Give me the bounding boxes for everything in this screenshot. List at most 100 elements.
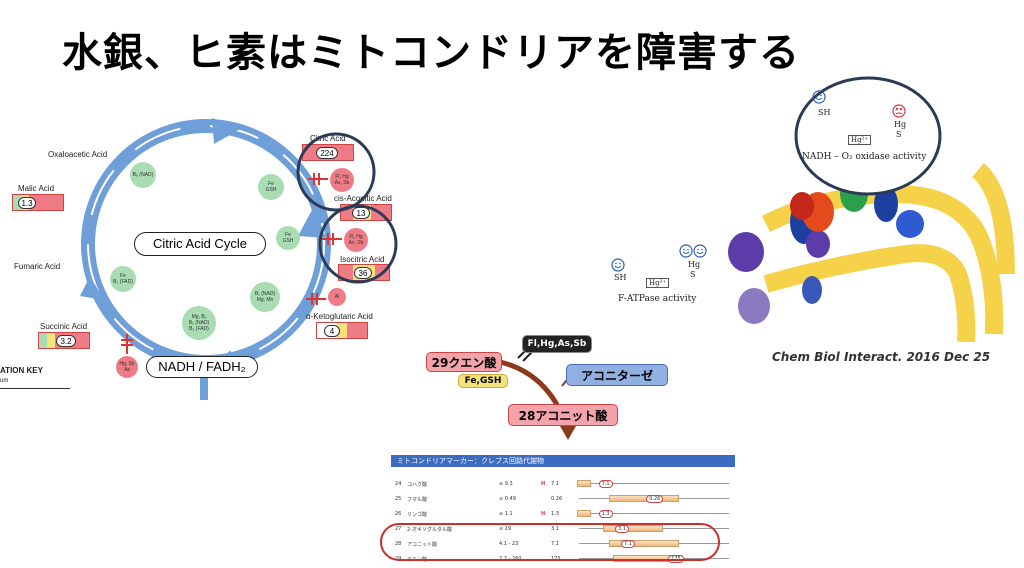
inhibit-mark-2 (322, 233, 342, 245)
isocitric-value: 36 (354, 267, 372, 279)
complex1-hg: Hg (894, 120, 907, 129)
cofactor-b1-nad-mg-mn: B₁ (NAD)Mg, Mn (250, 282, 280, 312)
table-row: 27 2-オキソグルタル酸 ≤ 19 3.1 3.1 (391, 522, 735, 535)
complex1-sh: SH (818, 108, 831, 117)
complex1-s: S (896, 130, 902, 139)
cofactor-b6-nad: B₆ (NAD) (130, 162, 156, 188)
succinic-value: 3.2 (56, 335, 76, 347)
table-cell-num: 25 (395, 496, 402, 502)
table-cell-name: リンゴ酸 (407, 512, 428, 518)
citric-value: 224 (316, 147, 338, 159)
table-cell-num: 28 (395, 541, 402, 547)
table-cell-name: フマル酸 (407, 497, 428, 503)
reference-range-bar (603, 525, 663, 532)
cycle-arrow-right (298, 210, 326, 238)
table-row: 24 コハク酸 ≤ 9.3 H 7.1 7.1 (391, 477, 735, 490)
fumaric-label: Fumaric Acid (14, 262, 61, 271)
aketoglutaric-value: 4 (324, 325, 340, 337)
inhibit-mark-1 (308, 173, 328, 185)
citric-acid-cycle-label: Citric Acid Cycle (134, 232, 266, 256)
smile-icon-atpase (611, 258, 625, 272)
result-marker: 1.3 (598, 510, 613, 518)
citric-label: Citric Acid (310, 134, 346, 143)
frown-icon (892, 104, 906, 118)
annotation-key-sub: um (0, 378, 9, 384)
atpase-hg-ion: Hg²⁺ (646, 278, 670, 288)
table-cell-range: ≤ 0.49 (499, 496, 516, 502)
complex1-activity-label: NADH – O₂ oxidase activity (802, 152, 927, 162)
citation: Chem Biol Interact. 2016 Dec 25 (772, 350, 991, 364)
reference-range-line (579, 513, 729, 514)
table-row: 26 リンゴ酸 ≤ 1.1 H 1.3 1.3 (391, 507, 735, 520)
result-marker: 7.1 (598, 480, 613, 488)
table-cell-flag: H (541, 481, 546, 487)
atpase-s: S (690, 270, 696, 279)
table-cell-range: ≤ 1.1 (499, 511, 513, 517)
table-cell-value: 3.1 (551, 526, 559, 532)
malic-value: 1.3 (18, 197, 36, 209)
highlight-ellipse (380, 523, 720, 561)
table-row: 25 フマル酸 ≤ 0.49 0.26 0.26 (391, 492, 735, 505)
atpase-activity-label: F-ATPase activity (618, 294, 697, 304)
table-cell-num: 26 (395, 511, 402, 517)
toxins-node: Fl,Hg,As,Sb (522, 335, 592, 353)
result-marker: 0.26 (646, 495, 664, 503)
table-cell-num: 27 (395, 526, 402, 532)
reference-range-line (579, 483, 729, 484)
isocitric-label: Isocitric Acid (340, 255, 385, 264)
cycle-arrow-left (80, 276, 104, 300)
table-cell-range: ≤ 19 (499, 526, 512, 532)
slide-title: 水銀、ヒ素はミトコンドリアを障害する (62, 30, 800, 76)
table-cell-range: ≤ 9.3 (499, 481, 513, 487)
result-marker: 3.1 (615, 525, 629, 533)
inhibitor-al: Al (328, 288, 346, 306)
inhibit-mark-4 (121, 334, 133, 354)
highlight-circle-isocitric (318, 204, 398, 284)
reference-range-bar (609, 540, 679, 547)
table-cell-num: 24 (395, 481, 402, 487)
atpase-hg: Hg (688, 260, 701, 269)
reference-range-bar (577, 480, 591, 487)
result-marker: 7.1 (621, 540, 635, 548)
table-cell-flag: H (541, 511, 546, 517)
highlight-circle-citric (296, 132, 376, 212)
cycle-arrow-top (212, 118, 242, 144)
table-header: ミトコンドリアマーカー：クレブス回路代謝物 (391, 455, 735, 467)
oxaloacetic-label: Oxaloacetic Acid (48, 150, 108, 159)
fe-gsh-node: Fe,GSH (458, 374, 508, 388)
table-cell-value: 0.26 (551, 496, 563, 502)
annotation-key-label: ATION KEY (0, 366, 43, 375)
annotation-key-rule (0, 388, 70, 389)
complex1-hg-ion: Hg²⁺ (848, 135, 872, 145)
table-cell-value: 7.1 (551, 481, 559, 487)
table-cell-name: 2-オキソグルタル酸 (407, 527, 452, 533)
protein-complexes (728, 172, 924, 324)
reference-range-bar (577, 510, 591, 517)
table-cell-value: 1.3 (551, 511, 559, 517)
cycle-output-pipe (200, 378, 208, 400)
double-smile-icon (679, 244, 707, 258)
aconitase-node: アコニターゼ (566, 364, 668, 386)
atpase-sh: SH (614, 273, 627, 282)
aketoglutaric-label: α-Ketoglutaric Acid (306, 312, 373, 321)
membrane-illustration (728, 163, 1015, 342)
inhibit-mark-3 (306, 293, 326, 305)
table-cell-value: 7.1 (551, 541, 559, 547)
succinic-label: Succinic Acid (40, 322, 88, 331)
citric-acid-node: 29クエン酸 (426, 352, 502, 372)
nadh-fadh2-label: NADH / FADH₂ (146, 356, 258, 378)
table-cell-name: コハク酸 (407, 482, 428, 488)
smile-icon (812, 90, 826, 104)
table-cell-range: 4.1 - 23 (499, 541, 519, 547)
pathway-arrowhead (560, 426, 576, 440)
aconitic-acid-node: 28アコニット酸 (508, 404, 618, 426)
